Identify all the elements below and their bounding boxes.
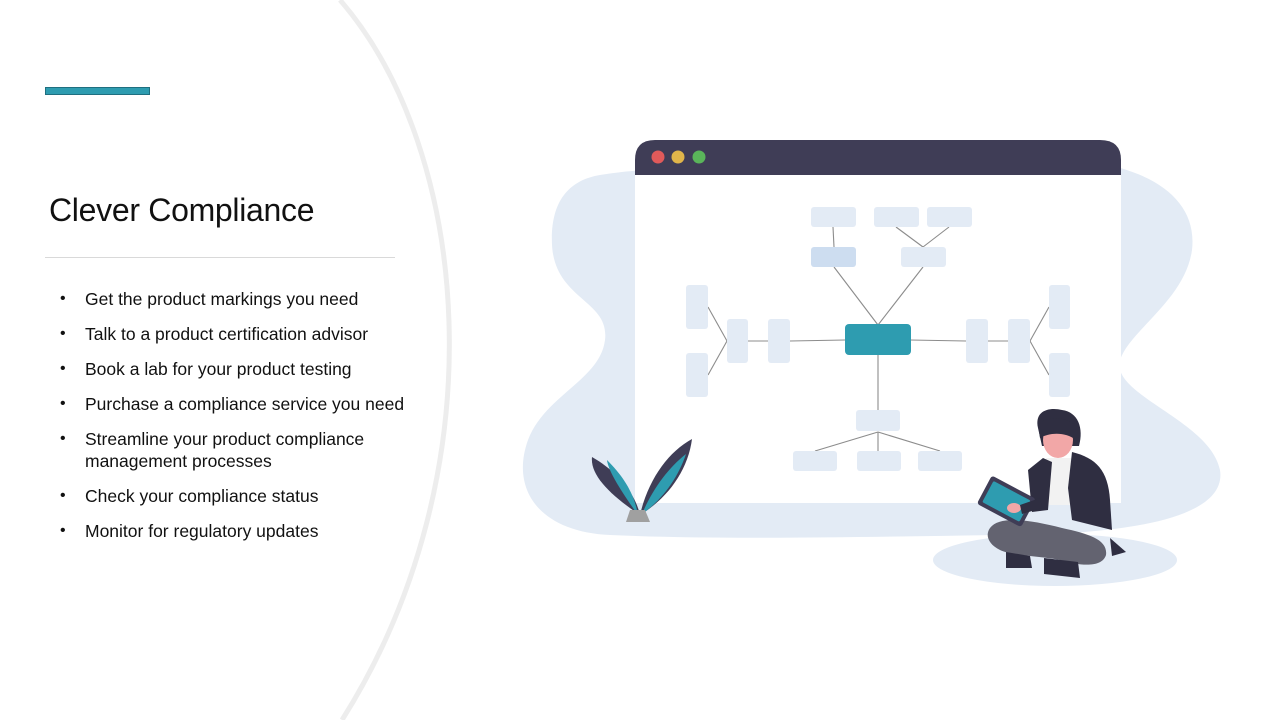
bullet-item: • Get the product markings you need <box>60 288 440 310</box>
bullet-item: • Monitor for regulatory updates <box>60 520 440 542</box>
bullet-dot: • <box>60 487 66 504</box>
flowchart-nodes <box>686 207 1070 471</box>
bullet-dot: • <box>60 430 66 447</box>
bullet-list: • Get the product markings you need • Talk… <box>60 288 440 555</box>
bullet-dot: • <box>60 395 66 412</box>
bullet-dot: • <box>60 290 66 307</box>
plant-icon <box>591 439 692 522</box>
flowchart-center-node <box>845 324 911 355</box>
bullet-text: Monitor for regulatory updates <box>85 521 319 541</box>
bullet-item: • Talk to a product certification advisor <box>60 323 440 345</box>
bullet-text: Book a lab for your product testing <box>85 359 352 379</box>
bullet-item: • Purchase a compliance service you need <box>60 393 440 415</box>
bullet-dot: • <box>60 360 66 377</box>
bullet-dot: • <box>60 522 66 539</box>
accent-bar <box>45 87 150 95</box>
bullet-text: Get the product markings you need <box>85 289 359 309</box>
flowchart-connectors <box>707 226 1050 452</box>
browser-window-bar <box>635 140 1121 175</box>
person-icon <box>977 408 1126 578</box>
bullet-item: • Check your compliance status <box>60 485 440 507</box>
window-dot-yellow <box>671 150 685 164</box>
bullet-text: Purchase a compliance service you need <box>85 394 405 414</box>
bullet-item: • Book a lab for your product testing <box>60 358 440 380</box>
window-dot-green <box>692 150 706 164</box>
bullet-item: • Streamline your product compliance mana… <box>60 428 440 472</box>
slide-title: Clever Compliance <box>49 192 315 228</box>
title-divider <box>45 257 395 258</box>
bullet-text: Talk to a product certification advisor <box>85 324 369 344</box>
bullet-text: Check your compliance status <box>85 486 319 506</box>
window-dot-red <box>651 150 665 164</box>
bullet-dot: • <box>60 325 66 342</box>
bullet-text: Streamline your product compliance manag… <box>85 429 365 471</box>
